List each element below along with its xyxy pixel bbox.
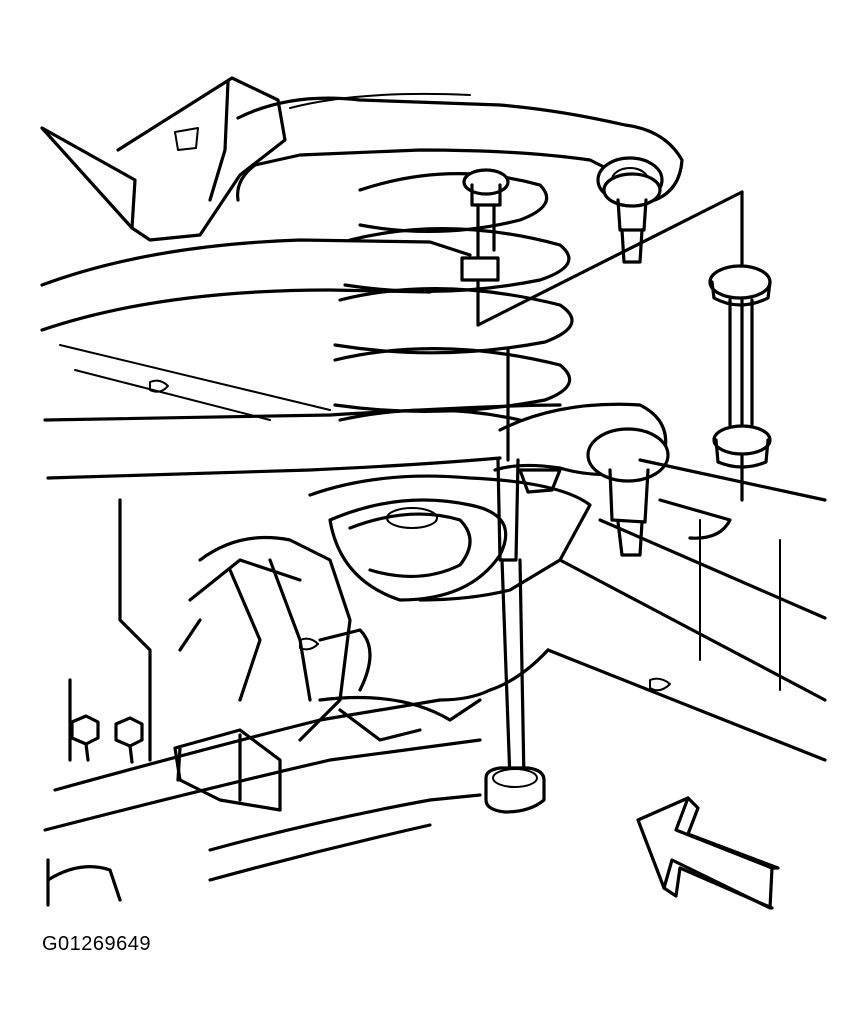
upper-ball-joint: [602, 172, 662, 264]
lower-bracket: [43, 648, 550, 907]
lower-bolt: [484, 348, 546, 814]
crossmember: [40, 238, 562, 480]
frame-rail: [546, 458, 827, 762]
figure-id-label: G01269649: [42, 933, 152, 955]
view-direction-arrow-icon: [636, 796, 780, 910]
lower-control-arm: [308, 402, 670, 602]
frame-bracket: [40, 76, 287, 242]
mounting-bolts: [70, 714, 144, 764]
upper-bolt: [460, 168, 510, 327]
lower-frame: [68, 498, 482, 762]
stabilizer-link: [476, 190, 772, 502]
